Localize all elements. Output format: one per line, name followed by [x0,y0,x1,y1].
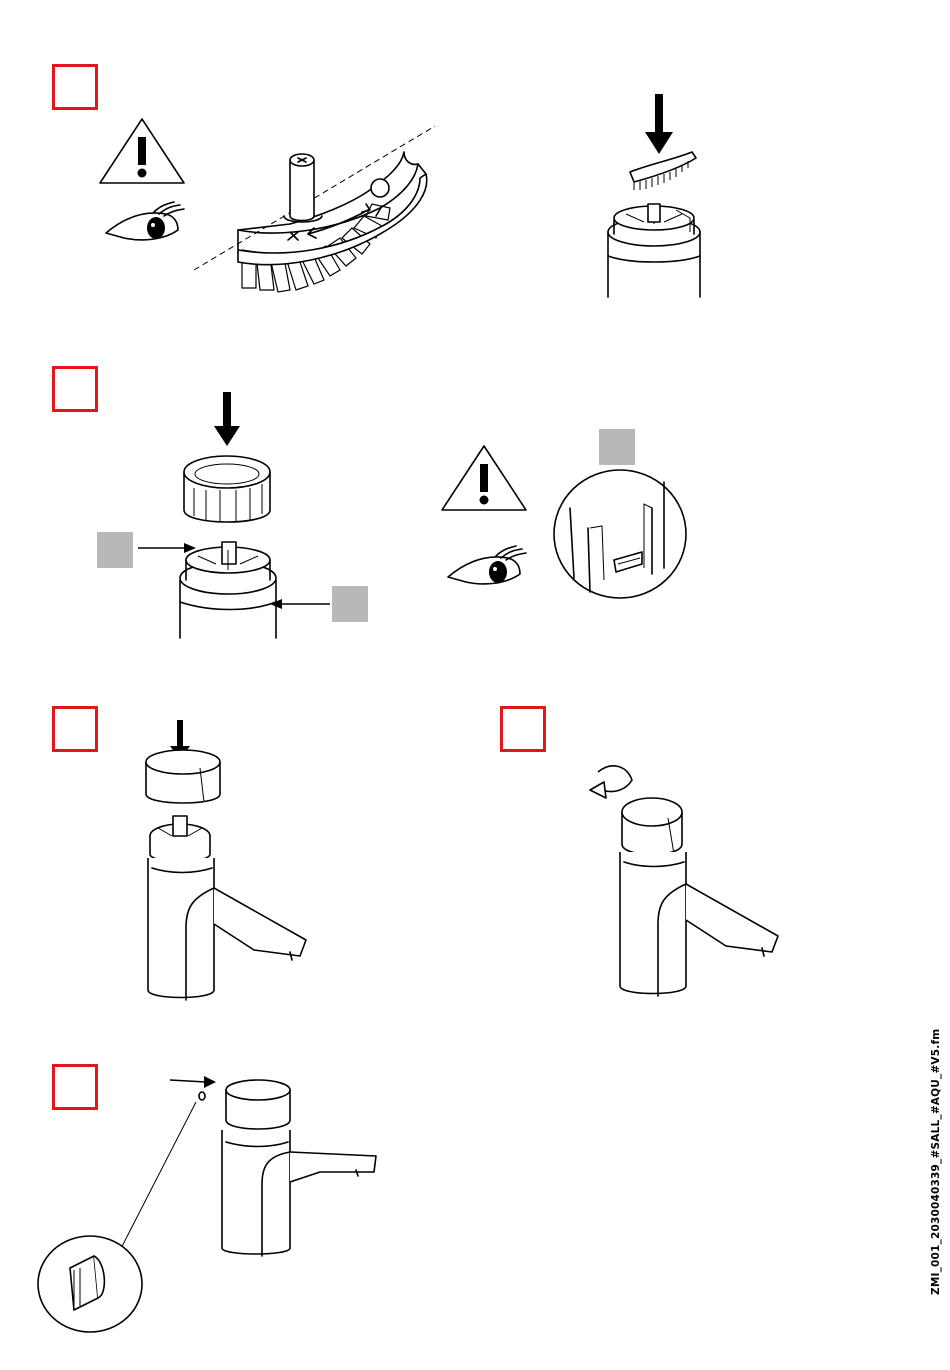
document-footer-code: ZMI_001_2030040339_#SALL_#AQU_#V5.fm [930,1029,942,1295]
step-3-tap-cap-illustration [140,718,315,1003]
eye-icon [448,546,526,584]
step-3-box [52,706,98,752]
eye-icon [106,202,184,240]
step-1-box [52,64,98,110]
step-1-warning-eye-group [96,115,188,245]
step-1-adjuster-ring-illustration [190,120,440,300]
arrow-down-icon [645,94,673,154]
callout-marker-detail [599,429,635,465]
step-2-detail-magnifier [552,468,692,604]
arrow-down-icon [214,392,240,446]
step-4-box [500,706,546,752]
callout-arrow-left [138,540,198,560]
warning-triangle-icon [100,119,184,183]
rotate-arrow-icon [590,766,632,798]
callout-arrow-right [268,594,332,614]
step-1-cartridge-assembly-illustration [600,92,710,302]
step-5-aerator-illustration [36,1072,396,1334]
callout-marker-left [97,532,133,568]
step-2-warning-eye-group [438,442,530,592]
warning-triangle-icon [442,446,526,510]
callout-marker-right [332,586,368,622]
step-4-tap-rotate-illustration [586,760,786,1000]
step-2-box [52,366,98,412]
